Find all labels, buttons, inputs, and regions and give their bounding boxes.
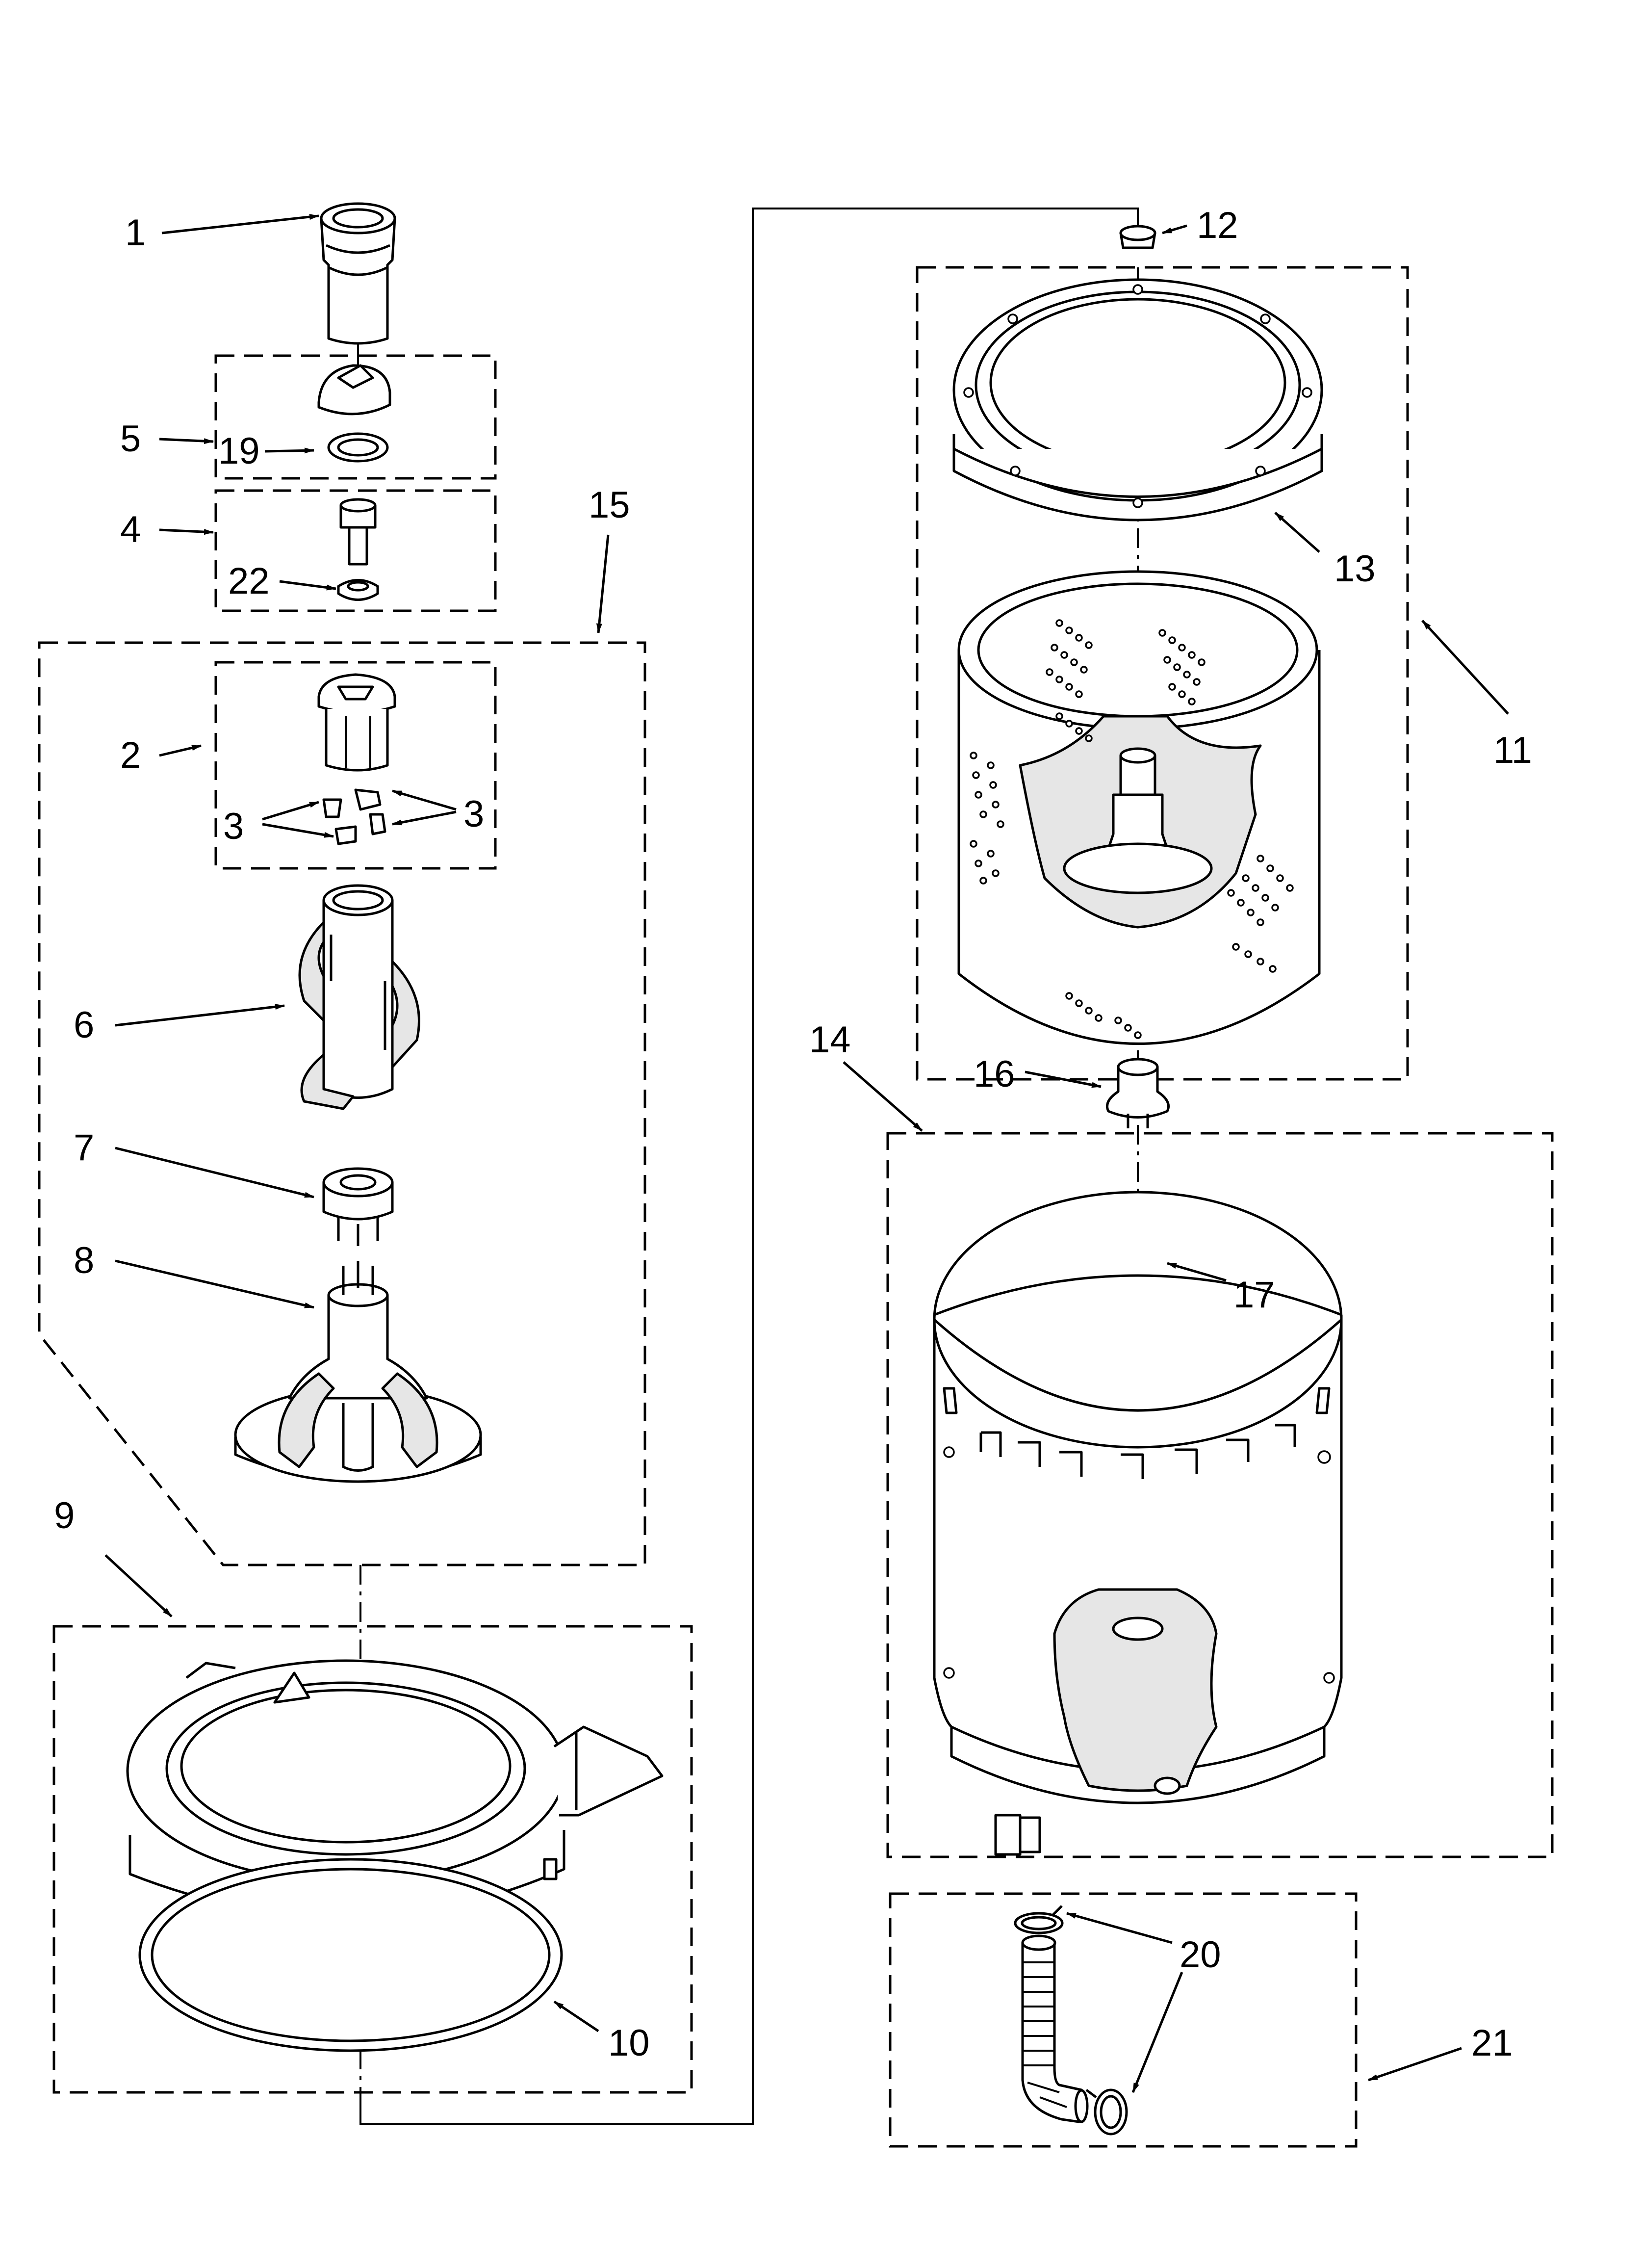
callout-2: 2 bbox=[120, 734, 141, 776]
callout-6: 6 bbox=[74, 1004, 94, 1046]
callout-16: 16 bbox=[974, 1053, 1015, 1095]
part-13-balance-ring bbox=[952, 278, 1323, 521]
callout-15: 15 bbox=[589, 484, 630, 526]
callout-1: 1 bbox=[125, 212, 146, 254]
part-2-dog-cam bbox=[317, 673, 396, 772]
box-21 bbox=[889, 1892, 1358, 2148]
box-11 bbox=[916, 266, 1409, 1081]
part-10-ring-seal bbox=[138, 1858, 563, 2052]
part-6-auger bbox=[298, 884, 420, 1110]
part-22-washer bbox=[337, 579, 379, 601]
tub-tabs bbox=[943, 1387, 1335, 1684]
box-5 bbox=[214, 354, 497, 480]
basket-perforations bbox=[970, 619, 1294, 1039]
callout-10: 10 bbox=[608, 2022, 650, 2064]
box-14 bbox=[886, 1132, 1554, 1858]
part-3-dogs bbox=[322, 788, 386, 845]
callout-5: 5 bbox=[120, 418, 141, 460]
callout-arrows bbox=[104, 214, 1509, 2093]
part-11-basket bbox=[957, 570, 1321, 1045]
part-5-cam bbox=[317, 343, 391, 416]
part-19-ring bbox=[327, 432, 389, 463]
part-4-bolt bbox=[339, 498, 377, 566]
box-2-3 bbox=[214, 661, 497, 870]
callout-21: 21 bbox=[1471, 2022, 1513, 2064]
box-9 bbox=[52, 1625, 693, 2094]
connector-line bbox=[359, 208, 1139, 2125]
part-1-cap bbox=[320, 202, 396, 345]
part-16-seal bbox=[1106, 1058, 1170, 1128]
part-12-nut bbox=[1119, 225, 1156, 249]
part-7-coupling bbox=[322, 1167, 394, 1246]
part-20-clamp-bottom bbox=[1085, 2088, 1128, 2136]
callout-20: 20 bbox=[1180, 1934, 1221, 1976]
part-8-agitator-base bbox=[234, 1261, 482, 1483]
callout-12: 12 bbox=[1197, 205, 1238, 246]
callout-7: 7 bbox=[74, 1127, 94, 1169]
callout-22: 22 bbox=[228, 560, 270, 602]
callout-14: 14 bbox=[809, 1019, 851, 1061]
callout-3-right: 3 bbox=[463, 793, 484, 835]
part-9-tub-ring bbox=[126, 1659, 664, 1919]
part-21-hose bbox=[1021, 1934, 1089, 2123]
part-20-clamp-top bbox=[1014, 1905, 1064, 1934]
callout-3-left: 3 bbox=[223, 806, 244, 847]
callout-4: 4 bbox=[120, 509, 141, 550]
callout-13: 13 bbox=[1334, 548, 1376, 590]
part-14-outer-tub bbox=[933, 1191, 1343, 1856]
callout-9: 9 bbox=[54, 1495, 75, 1537]
callout-17: 17 bbox=[1233, 1274, 1275, 1316]
callout-19: 19 bbox=[218, 430, 260, 472]
callout-11: 11 bbox=[1493, 730, 1532, 771]
callout-8: 8 bbox=[74, 1240, 94, 1281]
box-15 bbox=[38, 641, 646, 1566]
